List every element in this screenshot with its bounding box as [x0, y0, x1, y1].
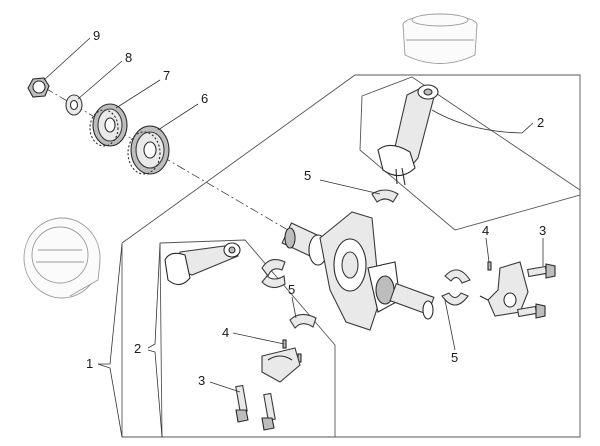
piston-ghost-top: [402, 13, 478, 64]
crankshaft: [281, 211, 435, 331]
callout-8: 8: [125, 50, 132, 65]
callout-2-top: 2: [537, 115, 544, 130]
callout-4-left: 4: [222, 325, 229, 340]
bolt-left-part-3: [235, 384, 276, 431]
callout-7: 7: [163, 68, 170, 83]
callout-5-top: 5: [304, 168, 311, 183]
assembly-frame-outline: [121, 74, 581, 438]
callout-3-right: 3: [539, 223, 546, 238]
callout-labels: 9 8 7 6 2 5 4 3 5 5 4 2 1 3: [86, 28, 546, 388]
conrod-group-frame-top: [359, 76, 581, 231]
connecting-rod-top-part-2: [377, 84, 439, 186]
bolt-right-part-3: [516, 263, 556, 319]
callout-4-right: 4: [482, 223, 489, 238]
hex-nut-part-9: [27, 77, 50, 98]
piston-ghost-left: [23, 217, 101, 299]
callout-2-left: 2: [134, 341, 141, 356]
gear-part-6: [127, 125, 170, 175]
bearing-shell-top-part-5: [371, 189, 399, 203]
assembly-axis-line: [44, 87, 306, 241]
pin-right-part-4: [487, 261, 492, 271]
callout-3-left: 3: [198, 373, 205, 388]
callout-6: 6: [201, 91, 208, 106]
washer-part-8: [65, 94, 83, 116]
bearing-shell-mid-part-5: [261, 259, 317, 329]
bearing-cap-left: [261, 347, 301, 383]
callout-5-right: 5: [451, 350, 458, 365]
bearing-shell-right-part-5: [441, 269, 471, 306]
gear-part-7: [89, 103, 128, 147]
connecting-rod-left-part-2: [164, 242, 241, 286]
callout-leaders: [43, 37, 544, 438]
conrod-group-frame-left: [159, 239, 336, 438]
callout-5-mid: 5: [288, 282, 295, 297]
callout-1: 1: [86, 356, 93, 371]
callout-9: 9: [93, 28, 100, 43]
bearing-cap-right: [479, 261, 529, 317]
